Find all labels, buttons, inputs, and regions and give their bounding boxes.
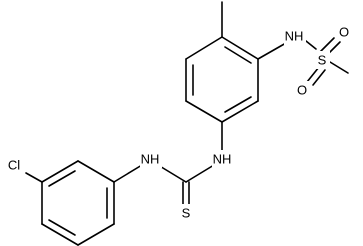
atom-oxygen-upper: O [337, 23, 352, 41]
atom-chlorine: Cl [3, 156, 25, 174]
bond [157, 164, 187, 183]
bond [329, 61, 349, 74]
atom-nh-thiourea-right: NH [212, 150, 234, 168]
double-bond-inner [224, 46, 252, 64]
double-bond-inner [48, 219, 76, 236]
atom-label: Cl [8, 158, 20, 173]
atom-label: S [318, 53, 327, 68]
bond [185, 100, 223, 123]
bond [77, 160, 115, 183]
bond [113, 164, 143, 183]
benzene-ring-upper [185, 36, 259, 123]
atom-oxygen-lower: O [295, 81, 310, 99]
atom-nh-thiourea-left: NH [140, 150, 162, 168]
atom-label: NH [141, 152, 160, 167]
bond [185, 36, 223, 60]
double-bond-inner [224, 96, 252, 113]
bond [41, 223, 79, 246]
atom-sulfur-thione: S [179, 204, 194, 222]
atom-sulfur-sulfonyl: S [315, 51, 330, 69]
double-bond [318, 37, 335, 54]
double-bond-inner [48, 170, 76, 187]
bond [77, 223, 115, 246]
atom-label: O [339, 25, 349, 40]
benzene-ring-lower [41, 160, 115, 246]
atom-nh-sulfonamide: NH [284, 27, 306, 45]
bond [221, 36, 259, 60]
bond [41, 160, 79, 183]
double-bond [312, 69, 326, 86]
bond [185, 164, 215, 183]
atom-label: S [182, 206, 191, 221]
atom-label: NH [285, 29, 304, 44]
atom-label: NH [213, 152, 232, 167]
bond [25, 172, 43, 183]
bond [221, 100, 259, 123]
double-bond [306, 66, 320, 83]
atom-label: O [297, 83, 307, 98]
bond [257, 42, 287, 60]
